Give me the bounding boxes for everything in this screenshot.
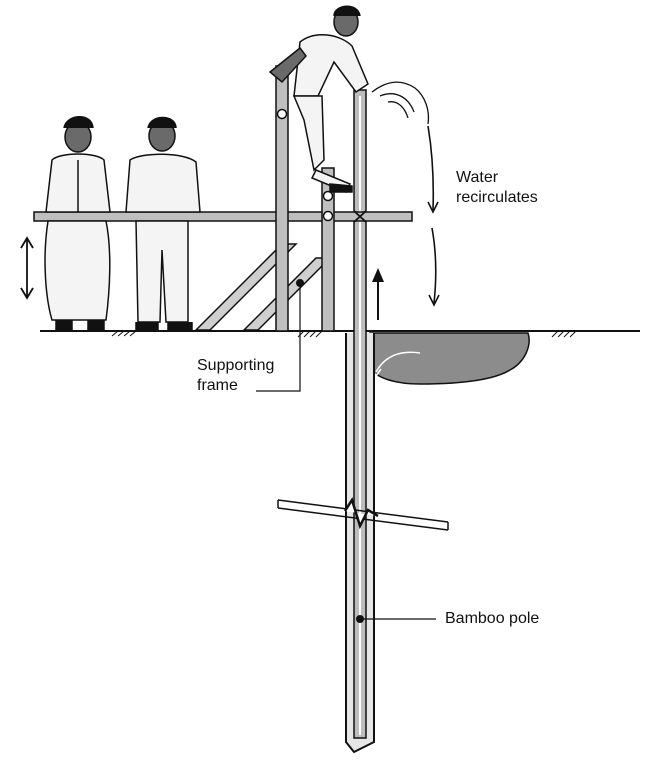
water-flow-arrow [375, 351, 421, 373]
bamboo-pole-label: Bamboo pole [445, 610, 540, 627]
supporting-frame-label: Supporting frame [197, 356, 274, 396]
supporting-frame [33, 65, 413, 332]
water-recirculates-label: Water recirculates [456, 168, 538, 208]
worker-right [125, 116, 201, 331]
water-pit [369, 332, 530, 385]
pole-break-mark [277, 497, 449, 531]
water-splash [371, 81, 430, 125]
worker-left [44, 116, 111, 331]
water-recirculates-arrows [427, 125, 440, 307]
up-arrow-icon [372, 268, 384, 320]
up-down-arrow-icon [20, 236, 34, 300]
pole-leader-line [356, 615, 436, 623]
ground [40, 330, 640, 338]
climber [268, 5, 369, 193]
water-label-line2: recirculates [456, 189, 538, 206]
frame-leader-line [256, 279, 304, 392]
frame-label-line2: frame [197, 377, 238, 394]
frame-label-line1: Supporting [197, 357, 275, 374]
water-label-line1: Water [456, 169, 499, 186]
